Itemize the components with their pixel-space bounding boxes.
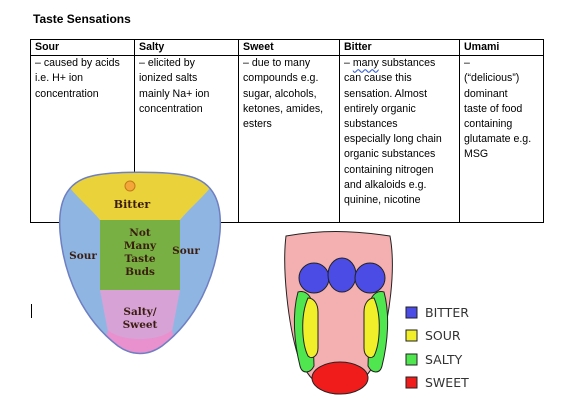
- salty-sweet-region: [100, 290, 180, 342]
- cell-text: –: [344, 57, 353, 70]
- cell-line: compounds e.g.: [243, 72, 319, 85]
- header-sour: Sour: [30, 38, 135, 57]
- legend-swatch-sour: [405, 329, 418, 342]
- label-center-line: Many: [124, 240, 157, 252]
- cell-bitter: – many substances can cause this sensati…: [339, 55, 460, 224]
- legend-label-bitter: BITTER: [425, 305, 469, 320]
- cell-line: – many substances: [344, 56, 455, 71]
- tongue-diagram-schematic: BITTER SOUR SALTY SWEET: [284, 231, 469, 395]
- label-center-line: Buds: [125, 266, 155, 278]
- legend-swatch-sweet: [405, 376, 418, 389]
- cell-line: taste of food: [464, 102, 523, 115]
- cell-line: esters: [243, 118, 272, 131]
- cell-line: organic substances: [344, 148, 436, 161]
- cell-line: substances: [344, 118, 398, 131]
- cell-line: glutamate e.g.: [464, 133, 532, 146]
- label-bitter: Bitter: [114, 198, 151, 211]
- cell-line: ketones, amides,: [243, 102, 324, 115]
- legend-swatch-salty: [405, 353, 418, 366]
- header-sweet: Sweet: [238, 38, 340, 57]
- cell-line: – due to many: [243, 57, 311, 70]
- cell-line: sensation. Almost: [344, 87, 428, 100]
- cell-line: containing nitrogen: [344, 163, 434, 176]
- cell-line: sugar, alcohols,: [243, 87, 317, 100]
- sweet-zone: [311, 361, 369, 395]
- header-umami: Umami: [459, 38, 544, 57]
- cell-line: –: [464, 57, 470, 70]
- bitter-zone: [298, 262, 330, 294]
- center-region: [100, 220, 180, 290]
- legend-label-sour: SOUR: [425, 328, 461, 343]
- label-center-line: Not: [129, 227, 151, 239]
- papilla-icon: [124, 180, 136, 192]
- label-salty-sweet-line: Salty/: [123, 306, 156, 318]
- legend-swatch-bitter: [405, 306, 418, 319]
- cell-line: i.e. H+ ion: [35, 72, 83, 85]
- cell-line: especially long chain: [344, 133, 442, 146]
- table-row: – caused by acids i.e. H+ ion concentrat…: [30, 55, 544, 224]
- taste-table: Sour Salty Sweet Bitter Umami – caused b…: [30, 38, 544, 224]
- cell-line: containing: [464, 118, 513, 131]
- header-bitter: Bitter: [339, 38, 460, 57]
- label-sour-left: Sour: [69, 250, 97, 262]
- spellcheck-word[interactable]: many: [352, 57, 379, 70]
- cell-umami: – (“delicious”) dominant taste of food c…: [459, 55, 544, 224]
- cell-line: concentration: [35, 87, 99, 100]
- cell-line: – caused by acids: [35, 57, 120, 70]
- cell-line: entirely organic: [344, 102, 416, 115]
- label-sour-right: Sour: [172, 245, 200, 257]
- label-salty-sweet-line: Sweet: [123, 319, 158, 331]
- label-center-line: Taste: [124, 253, 155, 265]
- bitter-zone: [354, 262, 386, 294]
- table-header-row: Sour Salty Sweet Bitter Umami: [30, 38, 544, 57]
- text-cursor: [31, 304, 32, 318]
- cell-line: MSG: [464, 148, 489, 161]
- bitter-zone: [327, 257, 357, 293]
- cell-line: and alkaloids e.g.: [344, 178, 427, 191]
- cell-line: dominant: [464, 87, 508, 100]
- legend-label-salty: SALTY: [425, 352, 463, 367]
- tongue-border: [58, 171, 222, 355]
- cell-text: substances: [378, 57, 436, 70]
- cell-line: quinine, nicotine: [344, 194, 421, 207]
- header-salty: Salty: [134, 38, 239, 57]
- bitter-region: [70, 172, 210, 220]
- cell-line: (“delicious”): [464, 72, 520, 85]
- cell-line: – elicited by: [139, 57, 195, 70]
- cell-line: ionized salts: [139, 72, 198, 85]
- cell-sweet: – due to many compounds e.g. sugar, alco…: [238, 55, 340, 224]
- cell-line: concentration: [139, 102, 203, 115]
- cell-line: can cause this: [344, 72, 412, 85]
- legend-label-sweet: SWEET: [425, 375, 469, 390]
- sour-zone: [302, 297, 319, 359]
- tongue-diagram-labeled: Bitter Not Many Taste Buds Sour Sour Sal…: [58, 171, 222, 355]
- document-title: Taste Sensations: [33, 12, 131, 26]
- sour-zone: [363, 297, 380, 359]
- cell-line: mainly Na+ ion: [139, 87, 210, 100]
